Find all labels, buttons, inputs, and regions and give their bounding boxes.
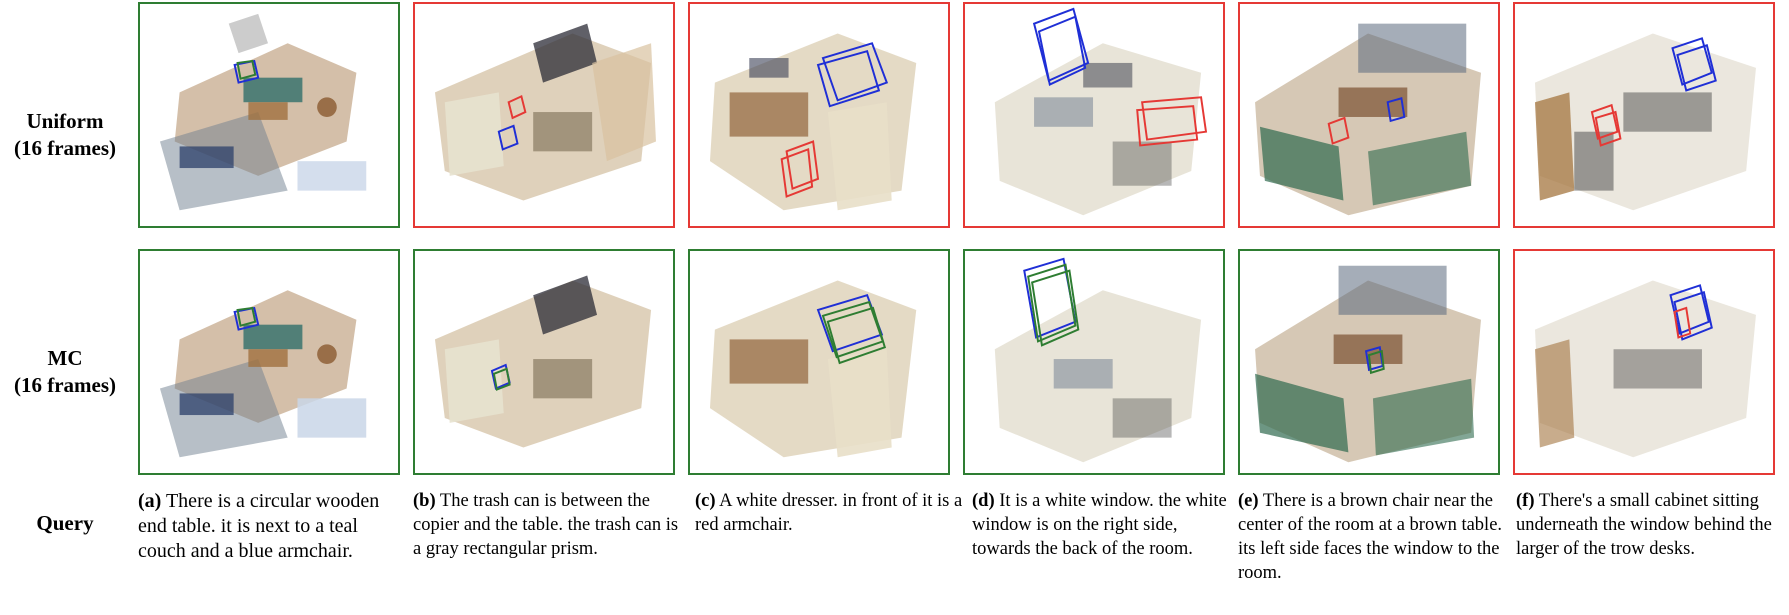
query-e-text: There is a brown chair near the center o… xyxy=(1238,491,1503,583)
query-a-tag: (a) xyxy=(138,490,162,512)
query-b-text: The trash can is between the copier and … xyxy=(413,491,679,559)
query-f: (f) There's a small cabinet sitting unde… xyxy=(1516,489,1784,561)
query-e: (e) There is a brown chair near the cent… xyxy=(1238,489,1506,585)
scene-image xyxy=(434,275,652,448)
panel-mc-c xyxy=(688,249,950,475)
panel-mc-d xyxy=(963,249,1225,475)
query-f-tag: (f) xyxy=(1516,491,1535,511)
scene-image xyxy=(159,13,367,211)
query-d-text: It is a white window. the white window i… xyxy=(972,491,1227,559)
panel-mc-f xyxy=(1513,249,1775,475)
scene-image xyxy=(709,33,917,211)
query-b-tag: (b) xyxy=(413,491,436,511)
query-a: (a) There is a circular wooden end table… xyxy=(138,489,406,564)
scene-image xyxy=(434,23,656,201)
query-c-tag: (c) xyxy=(695,491,716,511)
panel-uniform-c xyxy=(688,2,950,228)
scene-image xyxy=(1534,280,1756,458)
scene-image xyxy=(1255,23,1481,216)
panel-uniform-e xyxy=(1238,2,1500,228)
panel-uniform-d xyxy=(963,2,1225,228)
panel-uniform-a xyxy=(138,2,400,228)
scene-image xyxy=(994,257,1202,463)
row-label-uniform: Uniform (16 frames) xyxy=(0,108,130,162)
panel-mc-e xyxy=(1238,249,1500,475)
scene-image xyxy=(1255,265,1481,463)
scene-image xyxy=(994,7,1208,216)
query-c: (c) A white dresser. in front of it is a… xyxy=(695,489,963,537)
panel-mc-a xyxy=(138,249,400,475)
query-d-tag: (d) xyxy=(972,491,995,511)
query-c-text: A white dresser. in front of it is a red… xyxy=(695,491,963,535)
row-label-uniform-line2: (16 frames) xyxy=(13,136,117,160)
row-label-mc-line1: MC xyxy=(47,346,83,370)
query-b: (b) The trash can is between the copier … xyxy=(413,489,681,561)
row-label-uniform-line1: Uniform xyxy=(26,109,104,133)
scene-image xyxy=(709,280,917,458)
scene-image xyxy=(1534,33,1756,211)
row-label-mc-line2: (16 frames) xyxy=(13,373,117,397)
panel-uniform-f xyxy=(1513,2,1775,228)
query-a-text: There is a circular wooden end table. it… xyxy=(138,490,380,562)
query-f-text: There's a small cabinet sitting undernea… xyxy=(1516,491,1772,559)
panel-uniform-b xyxy=(413,2,675,228)
query-d: (d) It is a white window. the white wind… xyxy=(972,489,1240,561)
query-e-tag: (e) xyxy=(1238,491,1259,511)
row-label-query: Query xyxy=(36,511,94,535)
row-label-mc: MC (16 frames) xyxy=(0,345,130,399)
scene-image xyxy=(159,290,367,458)
panel-mc-b xyxy=(413,249,675,475)
